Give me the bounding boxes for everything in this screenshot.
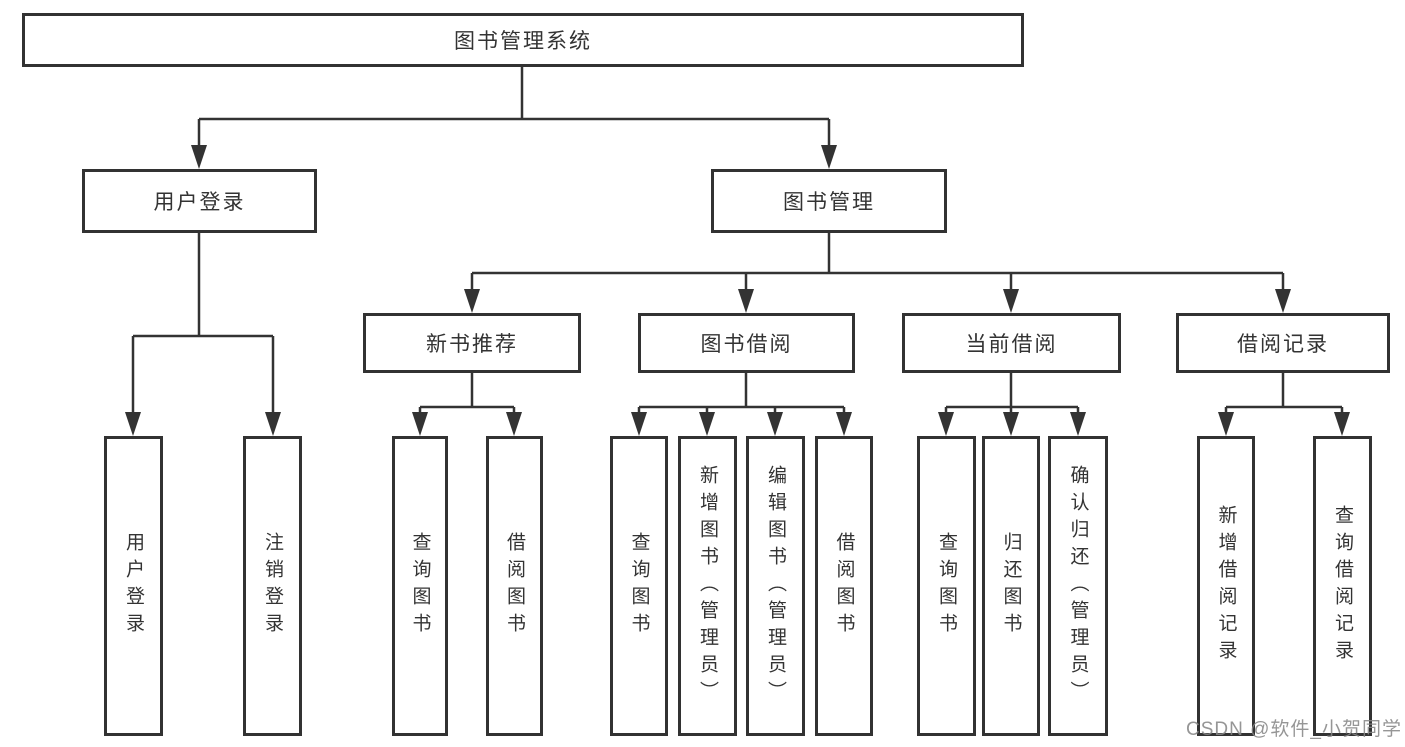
leaf-add-borrow-record: 新增借阅记录 [1197, 436, 1255, 736]
node-book-borrowing: 图书借阅 [638, 313, 855, 373]
leaf-add-book-admin: 新增图书（管理员） [678, 436, 737, 736]
leaf-edit-book-admin: 编辑图书（管理员） [746, 436, 805, 736]
leaf-borrow-books: 借阅图书 [486, 436, 543, 736]
leaf-confirm-return-admin: 确认归还（管理员） [1048, 436, 1108, 736]
csdn-watermark: CSDN @软件_小贺同学 [1186, 719, 1402, 740]
node-user-login: 用户登录 [82, 169, 317, 233]
node-borrowing-records: 借阅记录 [1176, 313, 1390, 373]
leaf-query-borrow-record: 查询借阅记录 [1313, 436, 1372, 736]
node-library-system: 图书管理系统 [22, 13, 1024, 67]
node-book-management: 图书管理 [711, 169, 947, 233]
node-current-borrowing: 当前借阅 [902, 313, 1121, 373]
node-new-book-recommend: 新书推荐 [363, 313, 581, 373]
leaf-borrow-books: 借阅图书 [815, 436, 873, 736]
leaf-query-books: 查询图书 [610, 436, 668, 736]
leaf-return-book: 归还图书 [982, 436, 1040, 736]
leaf-user-login: 用户登录 [104, 436, 163, 736]
leaf-logout: 注销登录 [243, 436, 302, 736]
leaf-query-books: 查询图书 [917, 436, 976, 736]
leaf-query-books: 查询图书 [392, 436, 448, 736]
